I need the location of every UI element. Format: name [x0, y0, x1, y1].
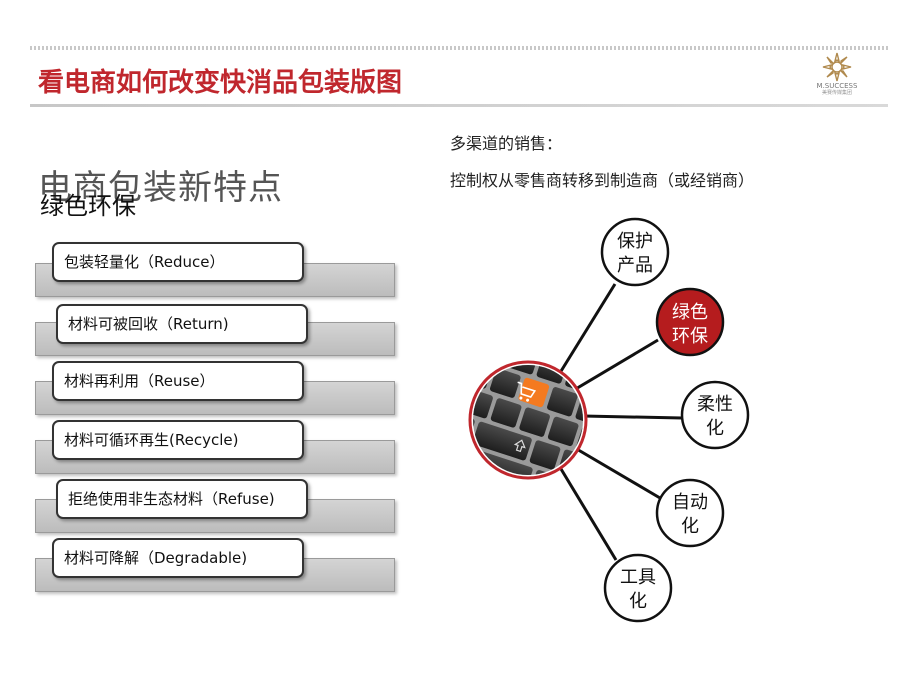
list-item: 材料可被回收（Return) [56, 304, 308, 344]
channel-description: 控制权从零售商转移到制造商（或经销商） [450, 171, 755, 190]
node-label: 柔性 [697, 394, 733, 415]
list-item: 材料再利用（Reuse） [52, 361, 304, 401]
connector-line [573, 338, 659, 392]
node-label: 环保 [672, 326, 708, 347]
channel-heading: 多渠道的销售： [450, 134, 563, 153]
connector-line [574, 446, 661, 500]
node-label: 保护 [617, 231, 653, 252]
list-item: 包装轻量化（Reduce） [52, 242, 304, 282]
node-label: 自动 [672, 492, 708, 513]
list-item: 材料可降解（Degradable) [52, 538, 304, 578]
node-label: 工具 [620, 567, 656, 588]
connector-line [582, 414, 683, 420]
keyboard-hub [468, 360, 588, 480]
sun-logo-icon [822, 52, 852, 82]
connector-line [556, 283, 617, 377]
list-item: 拒绝使用非生态材料（Refuse) [56, 479, 308, 519]
node-label: 化 [681, 516, 699, 537]
node-label: 产品 [617, 255, 653, 276]
node-label: 化 [629, 591, 647, 612]
node-flexible [680, 380, 750, 450]
cart-icon [517, 381, 537, 402]
node-tooling [603, 553, 673, 623]
section-subtitle: 绿色环保 [40, 192, 136, 220]
connector-line [556, 463, 618, 561]
node-label: 化 [706, 418, 724, 439]
list-item: 材料可循环再生(Recycle) [52, 420, 304, 460]
node-automation [655, 478, 725, 548]
node-label: 绿色 [672, 302, 708, 323]
top-divider [30, 46, 888, 50]
node-protect-product [600, 217, 670, 287]
title-underline [30, 104, 888, 107]
company-logo: M.SUCCESS 美赛传媒集团 [808, 52, 866, 100]
logo-text: M.SUCCESS [816, 82, 858, 90]
logo-subtext: 美赛传媒集团 [821, 90, 852, 96]
section-background-title: 电商包装新特点 [38, 168, 283, 208]
node-green-eco [655, 287, 725, 357]
arrow-up-icon [513, 439, 526, 453]
slide-title: 看电商如何改变快消品包装版图 [38, 68, 403, 98]
